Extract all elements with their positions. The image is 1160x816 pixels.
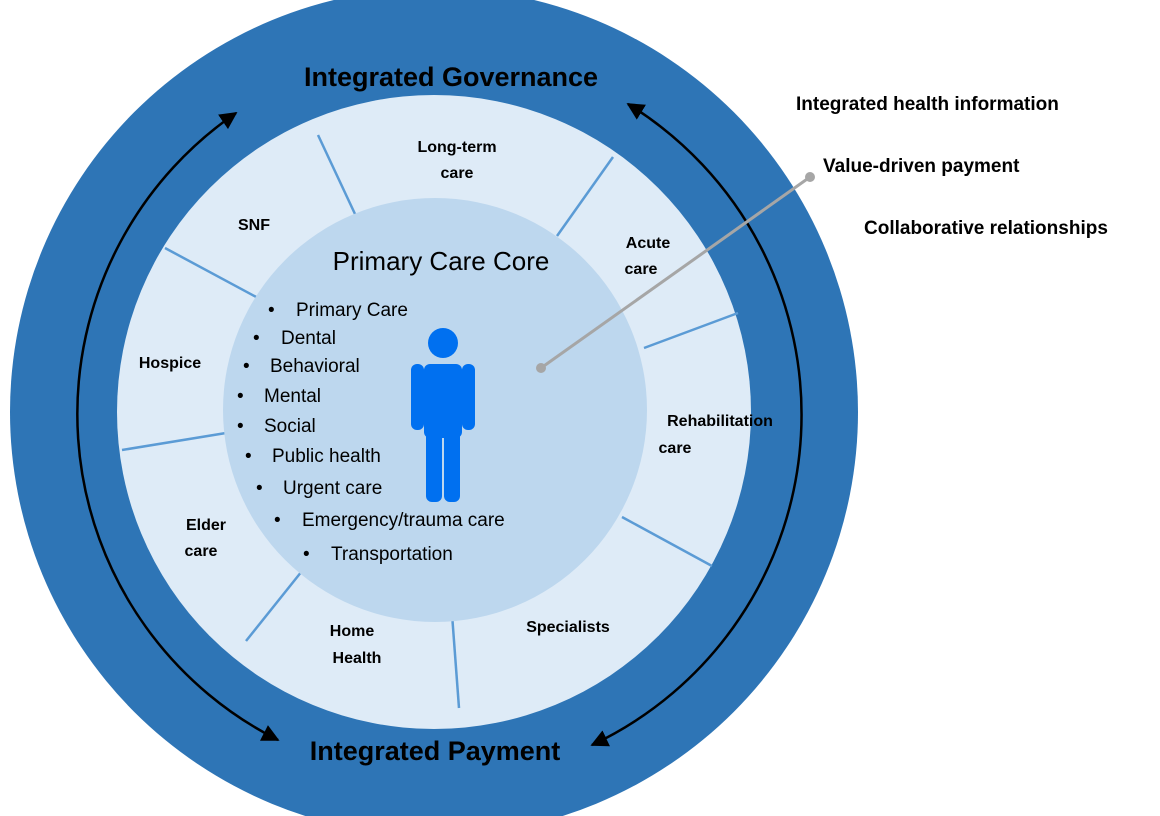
side-label-health-information: Integrated health information xyxy=(796,94,1059,115)
core-bullet: • xyxy=(237,386,244,407)
core-bullet: • xyxy=(237,416,244,437)
pointer-dot-start xyxy=(536,363,546,373)
pointer-dot-end xyxy=(805,172,815,182)
core-bullet: • xyxy=(245,446,252,467)
sector-label-rehabilitation-care-line2: care xyxy=(659,440,692,457)
sector-label-elder-care-line2: care xyxy=(185,543,218,560)
core-bullet: • xyxy=(253,328,260,349)
sector-label-snf: SNF xyxy=(238,217,270,234)
divider-line xyxy=(450,613,461,709)
sector-label-acute-care-line1: Acute xyxy=(626,235,671,252)
core-item: Behavioral xyxy=(270,356,360,377)
core-item: Urgent care xyxy=(283,478,382,499)
core-item: Primary Care xyxy=(296,300,408,321)
sector-label-rehabilitation-care-line1: Rehabilitation xyxy=(667,413,773,430)
divider-line xyxy=(643,311,739,350)
integrated-payment-label: Integrated Payment xyxy=(310,736,561,766)
side-label-collaborative-relationships: Collaborative relationships xyxy=(864,218,1108,239)
divider-line xyxy=(316,134,357,215)
sector-label-acute-care-line2: care xyxy=(625,261,658,278)
core-item: Mental xyxy=(264,386,321,407)
sector-label-long-term-care-line2: care xyxy=(441,165,474,182)
core-item: Social xyxy=(264,416,316,437)
sector-label-long-term-care-line1: Long-term xyxy=(417,139,496,156)
arrow-right-governance-to-payment xyxy=(590,102,803,747)
sector-label-elder-care-line1: Elder xyxy=(186,517,226,534)
core-bullet: • xyxy=(256,478,263,499)
core-item: Transportation xyxy=(331,544,453,565)
sector-label-specialists: Specialists xyxy=(526,619,610,636)
core-item: Public health xyxy=(272,446,381,467)
sector-label-home-health-line1: Home xyxy=(330,623,375,640)
arrow-left-governance-to-payment xyxy=(76,111,280,742)
divider-line xyxy=(121,431,227,452)
integrated-governance-label: Integrated Governance xyxy=(304,62,598,92)
pointer-line xyxy=(540,175,811,370)
core-bullet: • xyxy=(243,356,250,377)
sector-label-home-health-line2: Health xyxy=(333,650,382,667)
core-item: Emergency/trauma care xyxy=(302,510,505,531)
core-bullet: • xyxy=(268,300,275,321)
core-bullet: • xyxy=(303,544,310,565)
core-item: Dental xyxy=(281,328,336,349)
side-label-value-driven-payment: Value-driven payment xyxy=(823,156,1020,177)
person-icon xyxy=(411,328,475,502)
core-bullet: • xyxy=(274,510,281,531)
core-title: Primary Care Core xyxy=(333,246,550,276)
core-service-list: • Primary Care • Dental • Behavioral • M… xyxy=(237,300,505,565)
sector-label-hospice: Hospice xyxy=(139,355,201,372)
